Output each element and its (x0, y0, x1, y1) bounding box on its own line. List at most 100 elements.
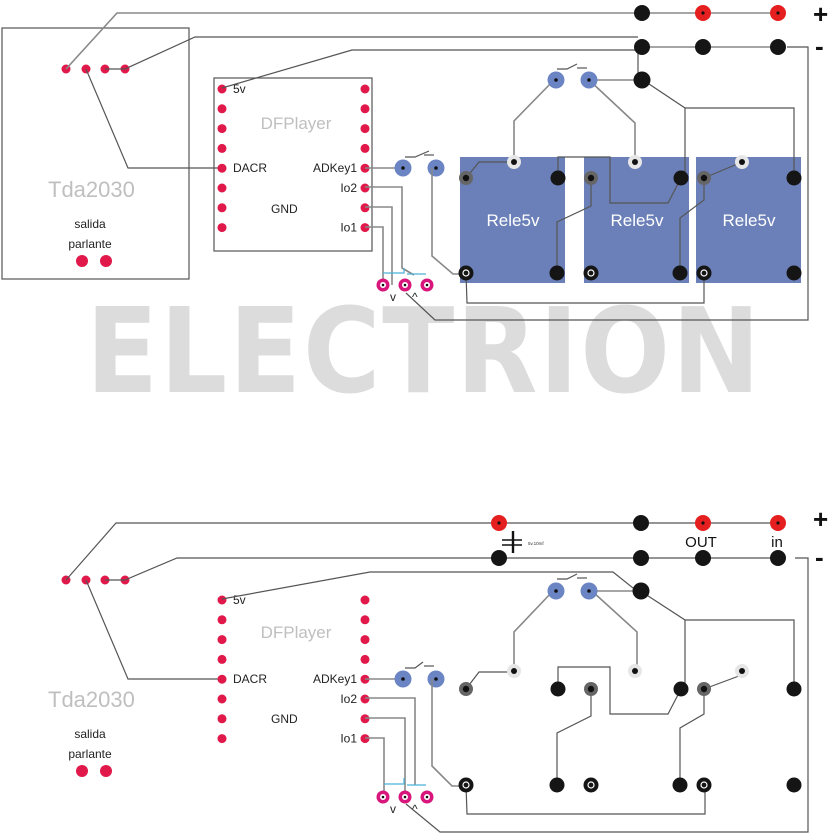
relay-terminal-3-4[interactable] (696, 777, 712, 793)
pin-label-io1: Io1 (340, 221, 357, 235)
pin-label-io2: Io2 (340, 692, 357, 706)
header-pin-left-2[interactable] (217, 615, 227, 625)
rail-positive-terminal-1[interactable] (634, 5, 650, 21)
wire-negative (124, 557, 778, 581)
header-pin-left-5[interactable] (217, 674, 227, 684)
relay-3-label: Rele5v (723, 211, 776, 230)
arrow-up-label: ^ (412, 290, 418, 304)
header-pin-right-2[interactable] (360, 615, 370, 625)
wire-io2 (365, 186, 415, 276)
relay-1 (460, 157, 565, 283)
rail-negative-in-terminal[interactable] (770, 550, 786, 566)
rail-positive-terminal-1[interactable] (633, 515, 649, 531)
dfplayer-title: DFPlayer (261, 623, 332, 642)
pin-label-5v: 5v (233, 82, 246, 96)
pin-label-dacr: DACR (233, 672, 267, 686)
pin-label-io2: Io2 (340, 181, 357, 195)
header-pin-left-4[interactable] (217, 654, 227, 664)
header-pin-right-6[interactable] (360, 183, 370, 193)
relay-terminal-2-4[interactable] (583, 265, 599, 281)
bottom-diagram: Tda2030 salida parlante DFPlayer 5vDACR … (48, 504, 828, 833)
amplifier-title: Tda2030 (48, 177, 135, 202)
speaker-pin-2[interactable] (100, 255, 112, 267)
wire-5v (221, 571, 639, 600)
rail-negative-terminal-2[interactable] (695, 39, 711, 55)
relay-terminal-2-5[interactable] (672, 265, 688, 281)
relay-terminal-3-5[interactable] (786, 777, 802, 793)
wire-return (405, 46, 809, 321)
relay-terminal-1-4[interactable] (458, 777, 474, 793)
dfplayer-title: DFPlayer (261, 114, 332, 133)
header-pin-left-8[interactable] (217, 734, 227, 744)
relay-terminal-3-5[interactable] (786, 265, 802, 281)
wire-dacr (85, 579, 222, 680)
relay-terminal-2-3[interactable] (673, 170, 689, 186)
header-pin-right-3[interactable] (360, 635, 370, 645)
relay-terminal-3-3[interactable] (786, 170, 802, 186)
relay-terminal-1-3[interactable] (550, 170, 566, 186)
wire-dacr (85, 68, 222, 169)
pin-label-adkey1: ADKey1 (313, 161, 357, 175)
in-label: in (771, 534, 783, 551)
header-pin-right-1[interactable] (360, 595, 370, 605)
relay-terminal-2-3[interactable] (673, 681, 689, 697)
header-pin-left-4[interactable] (217, 143, 227, 153)
header-pin-left-3[interactable] (217, 124, 227, 134)
header-pin-left-1[interactable] (217, 84, 227, 94)
speaker-pin-2[interactable] (100, 765, 112, 777)
header-pin-right-4[interactable] (360, 143, 370, 153)
wire-negative (124, 36, 638, 70)
rail-negative-terminal-1[interactable] (633, 550, 649, 566)
header-pin-left-6[interactable] (217, 694, 227, 704)
rail-negative-terminal-3[interactable] (770, 39, 786, 55)
capacitor-negative-terminal[interactable] (491, 550, 507, 566)
relay-terminal-1-5[interactable] (549, 777, 565, 793)
audio-jack-pins: v ^ (376, 278, 434, 304)
audio-jack-pins: v ^ (376, 790, 434, 816)
speaker-output-label-1: salida (74, 727, 106, 741)
dfplayer-outline (213, 77, 373, 252)
positive-label: + (813, 504, 828, 534)
header-pin-left-3[interactable] (217, 635, 227, 645)
header-pin-left-7[interactable] (217, 203, 227, 213)
relay-terminal-2-5[interactable] (672, 777, 688, 793)
header-pin-left-1[interactable] (217, 595, 227, 605)
wire-gnd (365, 206, 393, 285)
header-pin-left-7[interactable] (217, 714, 227, 724)
speaker-pin-1[interactable] (76, 255, 88, 267)
relay-terminal-3-4[interactable] (696, 265, 712, 281)
switch-symbol (405, 150, 430, 158)
header-pin-right-4[interactable] (360, 654, 370, 664)
header-pin-left-8[interactable] (217, 223, 227, 233)
amplifier-title: Tda2030 (48, 687, 135, 712)
common-terminal[interactable] (633, 71, 651, 89)
rail-negative-terminal-1[interactable] (634, 39, 650, 55)
relay-1-label: Rele5v (487, 211, 540, 230)
relay-3 (696, 157, 801, 283)
watermark-text: ELECTRION (86, 282, 762, 420)
header-pin-left-5[interactable] (217, 163, 227, 173)
header-pin-left-2[interactable] (217, 104, 227, 114)
relay-terminal-1-3[interactable] (550, 681, 566, 697)
header-pin-right-3[interactable] (360, 124, 370, 134)
header-pin-right-6[interactable] (360, 694, 370, 704)
pin-label-adkey1: ADKey1 (313, 672, 357, 686)
rail-negative-out-terminal[interactable] (695, 550, 711, 566)
header-pin-left-6[interactable] (217, 183, 227, 193)
relay-terminal-1-5[interactable] (549, 265, 565, 281)
positive-label: + (813, 0, 828, 29)
header-pin-right-2[interactable] (360, 104, 370, 114)
common-terminal[interactable] (632, 582, 650, 600)
relay-terminal-3-3[interactable] (786, 681, 802, 697)
amplifier-board-outline (1, 27, 190, 280)
header-pin-right-1[interactable] (360, 84, 370, 94)
out-label: OUT (685, 534, 717, 551)
relay-terminal-2-4[interactable] (583, 777, 599, 793)
top-diagram: Tda2030 salida parlante DFPlayer 5vDACR … (1, 0, 828, 321)
speaker-pin-1[interactable] (76, 765, 88, 777)
relay-terminal-1-4[interactable] (458, 265, 474, 281)
wire-positive (65, 12, 638, 70)
negative-label: - (815, 31, 824, 61)
